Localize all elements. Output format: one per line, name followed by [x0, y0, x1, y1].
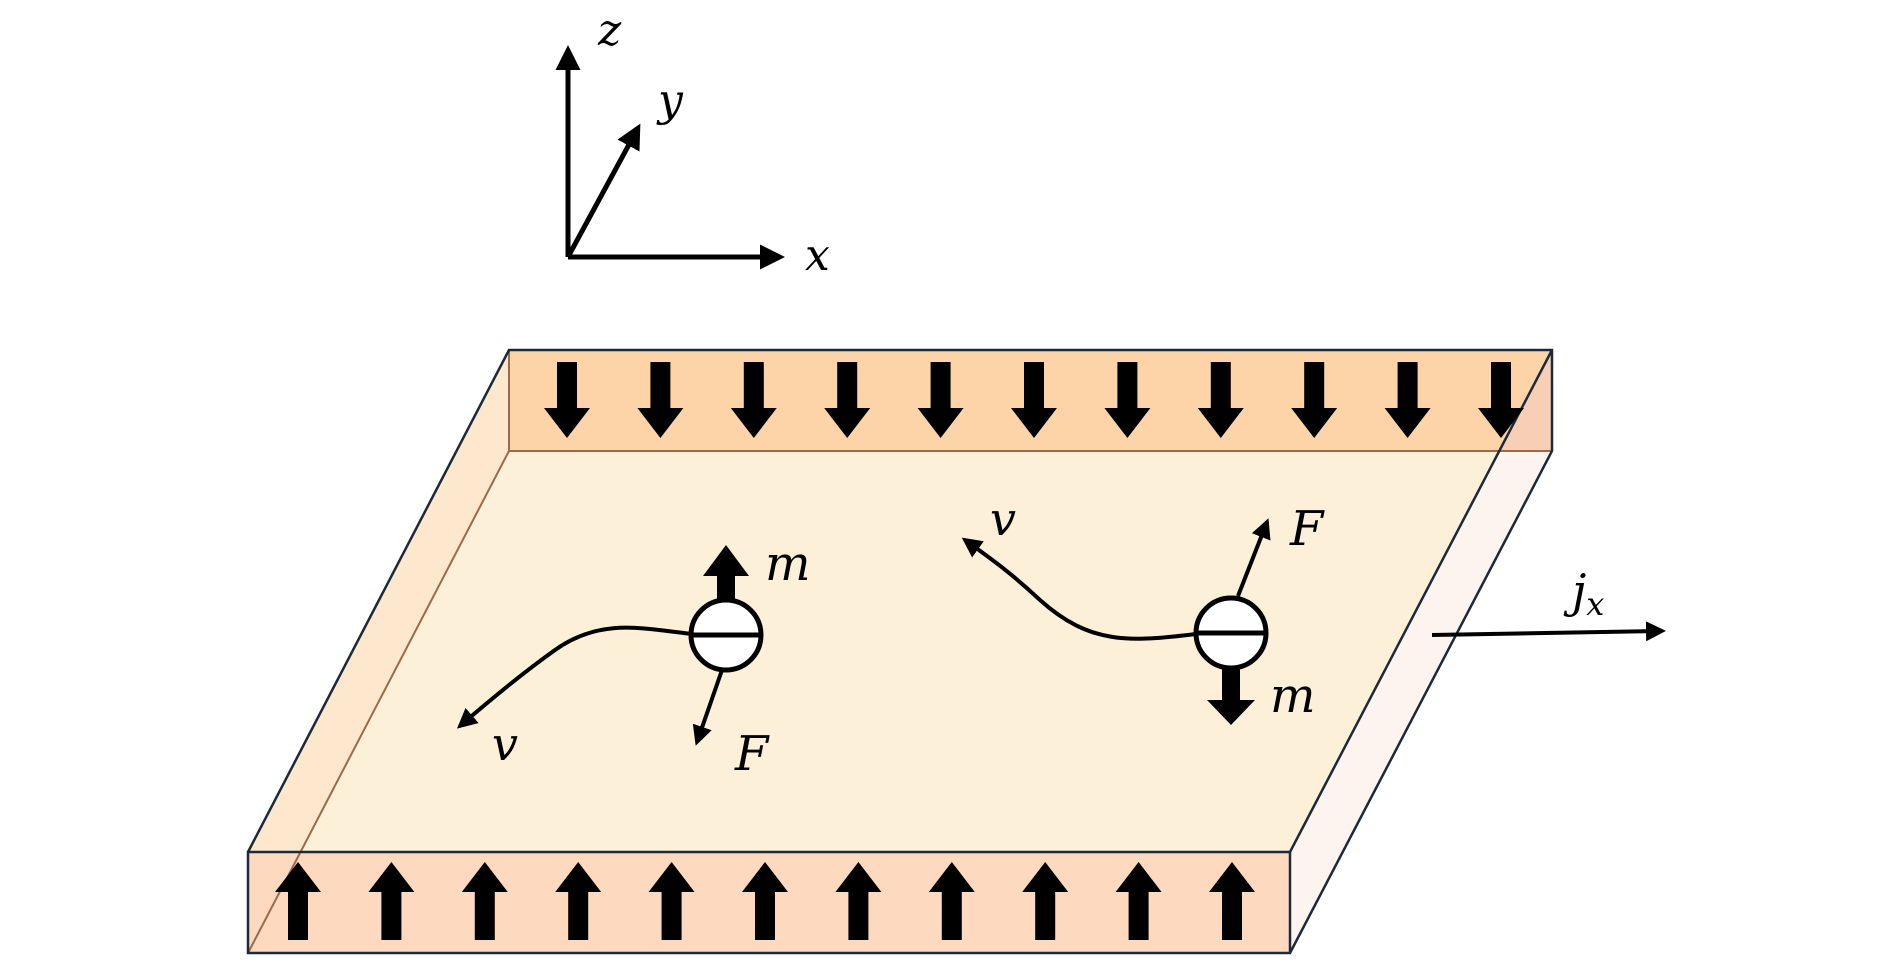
moment-label: m — [765, 536, 811, 592]
moment-arrow-up — [928, 862, 975, 940]
moment-arrow-down — [824, 362, 871, 438]
z-axis-label: z — [597, 5, 622, 56]
x-axis-label: x — [805, 230, 830, 281]
moment-arrow-head — [1207, 700, 1255, 725]
back-edge-moments — [544, 362, 1524, 438]
moment-arrow-up — [835, 862, 882, 940]
y-axis-label: y — [656, 75, 684, 126]
moment-arrow-down — [730, 362, 777, 438]
moment-arrow-down — [637, 362, 684, 438]
moment-arrow-up — [461, 862, 508, 940]
moment-arrow-down — [1478, 362, 1524, 438]
force-arrow — [692, 669, 724, 746]
force-arrow — [1236, 518, 1271, 597]
force-label: F — [734, 726, 770, 782]
moment-arrow-up — [555, 862, 602, 940]
slab-left-face — [248, 350, 509, 953]
moment-arrow-shaft — [1222, 668, 1240, 704]
force-label: F — [1289, 501, 1325, 557]
moment-arrow-down — [1197, 362, 1244, 438]
slab-right-face — [1290, 350, 1552, 953]
y-axis-arrow — [565, 123, 641, 259]
skyrmion-left: m v F — [456, 536, 811, 782]
moment-arrow-down — [1011, 362, 1057, 438]
moment-arrow-up — [1209, 862, 1255, 940]
current-label: jx — [1563, 564, 1604, 623]
moment-arrow-up — [1022, 862, 1069, 940]
moment-arrow-up — [742, 862, 788, 940]
slab-top-surface — [248, 350, 1552, 852]
skyrmion-right: m v F — [961, 492, 1325, 725]
moment-arrow-down — [544, 362, 590, 438]
moment-arrow-down — [917, 362, 964, 438]
moment-arrow-up — [648, 862, 695, 940]
slab-inner-edge — [247, 450, 510, 954]
moment-arrow-up — [368, 862, 415, 940]
velocity-trajectory — [456, 625, 693, 729]
slab — [246, 348, 1554, 955]
velocity-label: v — [990, 492, 1016, 546]
moment-arrow-head — [703, 545, 749, 576]
front-edge-moments — [275, 862, 1255, 940]
moment-arrow-shaft — [717, 572, 735, 602]
moment-arrow-up — [275, 862, 321, 940]
coordinate-axes: z y x — [555, 5, 830, 281]
current-arrow — [1431, 621, 1666, 642]
moment-arrow-down — [1384, 362, 1431, 438]
moment-label: m — [1270, 668, 1316, 724]
moment-arrow-down — [1291, 362, 1338, 438]
moment-arrow-up — [1115, 862, 1162, 940]
velocity-trajectory — [961, 537, 1197, 641]
moment-arrow-down — [1104, 362, 1151, 438]
velocity-label: v — [492, 717, 518, 771]
